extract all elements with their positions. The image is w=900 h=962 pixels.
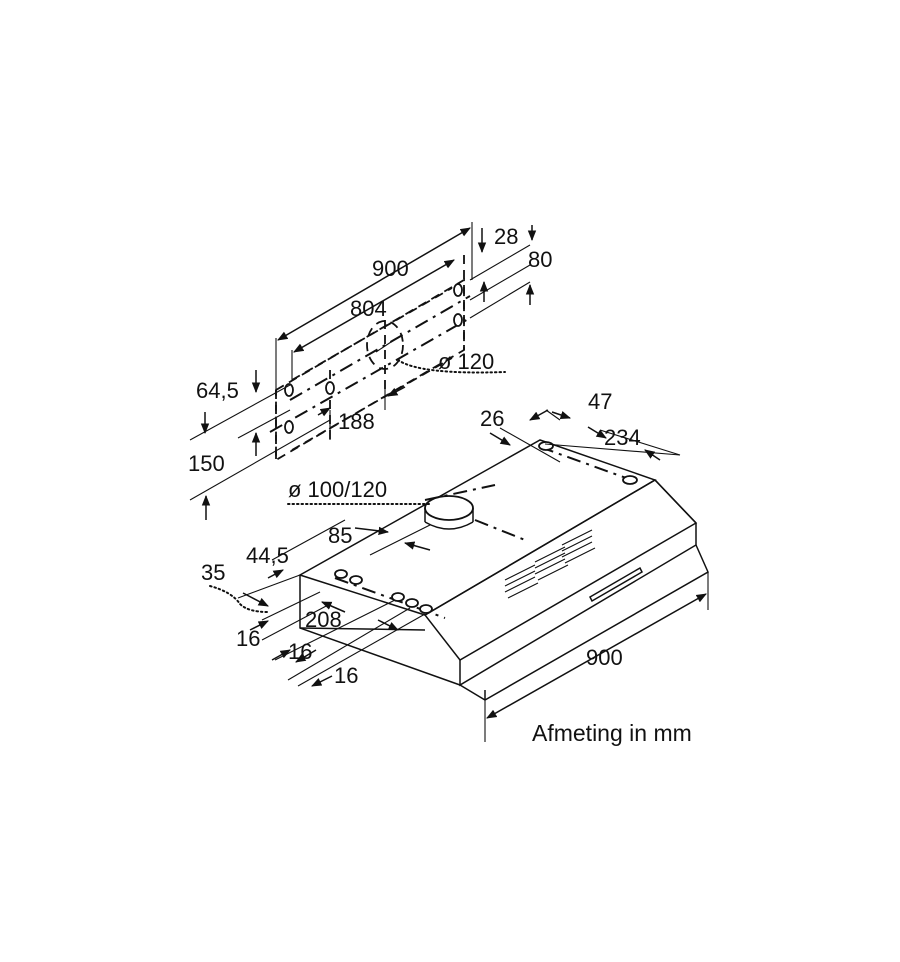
label-hole-spacing: 208 bbox=[305, 607, 342, 632]
hood-hole-front-4 bbox=[405, 598, 419, 608]
wall-template bbox=[189, 222, 537, 520]
label-hole-offset-2: 16 bbox=[288, 639, 312, 664]
hood-hole-front-1 bbox=[334, 569, 348, 579]
hood-hole-front-5 bbox=[419, 604, 433, 614]
caption: Afmeting in mm bbox=[532, 720, 692, 746]
label-rear-offset: 26 bbox=[480, 406, 504, 431]
label-top-offset: 28 bbox=[494, 224, 518, 249]
label-center-offset: 188 bbox=[338, 409, 375, 434]
label-rear-offset-2: 47 bbox=[588, 389, 612, 414]
label-front-offset: 44,5 bbox=[246, 543, 289, 568]
label-hole-offset-3: 16 bbox=[334, 663, 358, 688]
label-rear-spacing: 234 bbox=[604, 425, 641, 450]
label-outlet-diameter: ø 100/120 bbox=[288, 477, 387, 502]
hood-outlet bbox=[424, 495, 474, 521]
hood-hole-front-3 bbox=[391, 592, 405, 602]
wall-hole-right-top bbox=[453, 283, 463, 297]
hood-hole-front-2 bbox=[349, 575, 363, 585]
wall-hole-center bbox=[325, 381, 335, 395]
label-side-offset: 35 bbox=[201, 560, 225, 585]
label-hood-width: 900 bbox=[586, 645, 623, 670]
hood-grille bbox=[504, 529, 596, 599]
hood-hole-rear-left bbox=[538, 441, 554, 451]
label-vertical-spacing: 80 bbox=[528, 247, 552, 272]
label-wall-width: 900 bbox=[372, 256, 409, 281]
hood-hole-rear-right bbox=[622, 475, 638, 485]
label-bottom-height: 150 bbox=[188, 451, 225, 476]
wall-hole-left-bottom bbox=[284, 420, 294, 434]
hood-body bbox=[209, 409, 709, 742]
label-hole-offset-1: 16 bbox=[236, 626, 260, 651]
label-duct-diameter-wall: ø 120 bbox=[438, 349, 494, 374]
wall-hole-right-bottom bbox=[453, 313, 463, 327]
label-wall-hole-spacing: 804 bbox=[350, 296, 387, 321]
label-left-height: 64,5 bbox=[196, 378, 239, 403]
label-outlet-depth: 85 bbox=[328, 523, 352, 548]
